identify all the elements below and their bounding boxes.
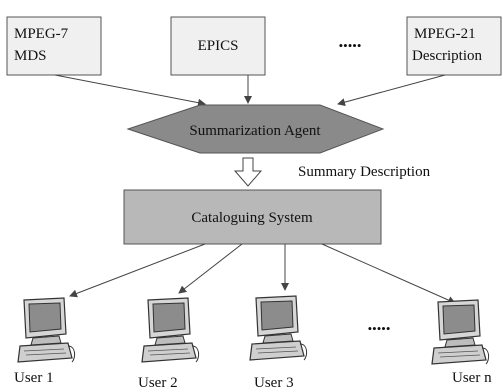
summarization-agent-node: Summarization Agent [126, 104, 385, 154]
user-label-1: User 1 [14, 370, 54, 386]
computer-icon [431, 299, 490, 365]
arrow-to-user-n [321, 243, 456, 304]
source-mpeg21-line1: MPEG-21 [414, 26, 476, 42]
source-mpeg21-line2: Description [412, 48, 482, 64]
source-mpeg7-line1: MPEG-7 [14, 26, 69, 42]
arrow-to-user-2 [178, 243, 243, 294]
users-ellipsis: ••••• [368, 321, 391, 336]
source-box-mpeg21: MPEG-21 Description [406, 16, 502, 76]
user-label-3: User 3 [254, 375, 294, 387]
cataloguing-system-label: Cataloguing System [191, 210, 313, 226]
source-box-epics: EPICS [170, 16, 266, 76]
source-mpeg7-line2: MDS [14, 48, 47, 64]
summary-description-label: Summary Description [298, 164, 431, 180]
arrow-to-user-1 [69, 243, 206, 298]
cataloguing-system-node: Cataloguing System [123, 189, 382, 245]
user-label-2: User 2 [138, 375, 178, 387]
sources-ellipsis: ••••• [339, 38, 362, 53]
summarization-agent-label: Summarization Agent [189, 123, 321, 139]
user-label-n: User n [452, 370, 492, 386]
arrow-mpeg21-to-agent [337, 74, 446, 107]
computer-icon [141, 297, 200, 363]
arrow-mpeg7-to-agent [54, 74, 206, 107]
source-box-mpeg7: MPEG-7 MDS [6, 16, 102, 76]
computer-icon [249, 295, 308, 361]
computer-icon [17, 297, 76, 363]
source-epics-label: EPICS [198, 38, 239, 54]
summary-flow-arrow [233, 157, 263, 187]
